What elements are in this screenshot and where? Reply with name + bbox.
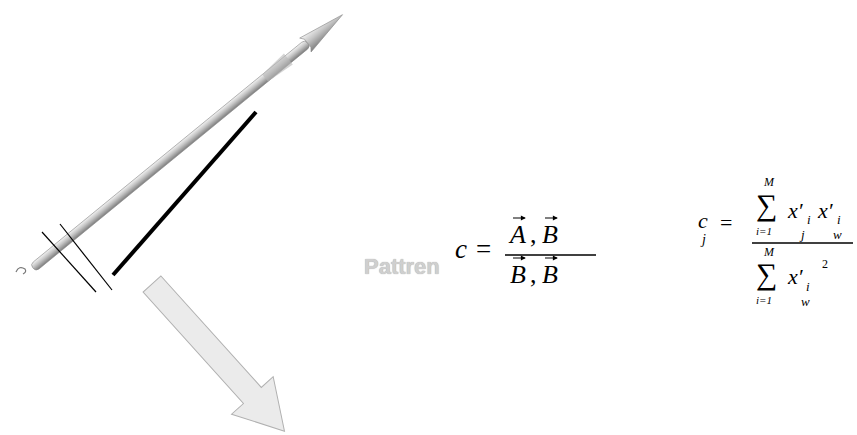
formula-symbol: x′ <box>788 200 803 222</box>
rod-arrow <box>27 8 348 275</box>
watermark: Pattren <box>364 256 440 278</box>
projection-line <box>113 112 256 275</box>
formula-symbol: B <box>510 262 526 288</box>
subscript: i <box>837 213 841 226</box>
subscript: i <box>807 213 811 226</box>
sum-limit: M <box>764 246 774 258</box>
formula-symbol: c <box>698 210 708 232</box>
formula-symbol: = <box>476 236 491 263</box>
sum-sign: ∑ <box>756 190 777 220</box>
sum-sign: ∑ <box>756 259 777 289</box>
formula-symbol: = <box>720 212 732 234</box>
subscript: i <box>806 280 810 293</box>
superscript: 2 <box>822 258 828 270</box>
subscript: w <box>801 295 810 308</box>
formula-symbol: x′ <box>788 266 803 288</box>
formula-symbol: B <box>542 222 558 248</box>
formula-symbol: B <box>542 262 558 288</box>
subscript: j <box>801 228 805 241</box>
curl-mark <box>16 268 26 274</box>
vector-arrow <box>510 255 526 261</box>
formula-symbol: , <box>530 222 537 248</box>
tick-line <box>42 232 96 292</box>
fraction-bar <box>752 242 853 243</box>
subscript: j <box>702 233 706 247</box>
direction-arrow <box>131 265 305 435</box>
vector-arrow <box>510 215 526 221</box>
vector-arrow <box>542 215 558 221</box>
formula-symbol: , <box>530 262 537 288</box>
formula-symbol: A <box>510 222 526 248</box>
fraction-bar <box>505 254 596 255</box>
sum-limit: i=1 <box>756 295 772 306</box>
formula-symbol: c <box>455 236 467 263</box>
sum-limit: i=1 <box>756 226 772 237</box>
vector-arrow <box>542 255 558 261</box>
subscript: w <box>833 228 842 241</box>
tick-line <box>60 224 112 290</box>
formula-symbol: x′ <box>818 200 833 222</box>
sum-limit: M <box>764 176 774 188</box>
